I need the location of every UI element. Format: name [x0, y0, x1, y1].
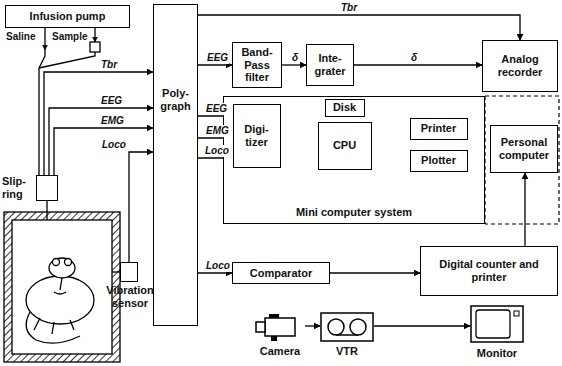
signal-connector [354, 64, 482, 65]
signal-connector [44, 72, 153, 175]
signal-connector [198, 64, 232, 65]
recorder-box: Analog recorder [482, 40, 558, 92]
signal-label: EMG [100, 115, 125, 127]
slip-ring-box [36, 175, 58, 201]
sensor-box [120, 262, 138, 282]
polygraph-box: Poly- graph [153, 4, 198, 326]
digitizer-box: Digi- tizer [233, 104, 281, 168]
node-text: Analog recorder [485, 53, 555, 78]
sample-syringe [90, 42, 100, 52]
signal-connector [330, 272, 420, 273]
icon-holder [470, 305, 524, 345]
cpu-box: CPU [318, 122, 372, 170]
system-box: Mini computer system Digi- tizer DiskCPU Pr… [223, 96, 485, 224]
signal-connector [198, 272, 232, 273]
signal-connector [524, 173, 525, 246]
node-text: Comparator [250, 267, 312, 280]
node-text: Disk [333, 101, 356, 114]
signal-label: Loco [204, 145, 230, 157]
icon-holder [255, 312, 305, 342]
node-text: Vibration sensor [100, 284, 160, 309]
signal-connector [198, 15, 520, 40]
process-box: Infusion pump [5, 5, 130, 28]
animal-cage [4, 212, 120, 362]
dashed-region [485, 96, 559, 224]
node-text: Monitor [464, 347, 530, 360]
vtr-drawing [320, 312, 374, 342]
signal-label: Loco [205, 260, 231, 272]
monitor-drawing [470, 305, 524, 345]
signal-label: Tbr [100, 59, 118, 71]
signal-connector [129, 152, 153, 262]
node-text: Band- Pass filter [235, 46, 279, 84]
node-text: Digital counter and printer [423, 258, 555, 283]
node-text: Camera [249, 345, 311, 358]
signal-label: EEG [206, 52, 229, 64]
node-text: CPU [333, 139, 356, 152]
signal-label: EEG [205, 103, 228, 115]
signal-connector [282, 64, 306, 65]
node-text: VTR [314, 345, 380, 358]
icon-holder [320, 312, 374, 342]
vibration-sensor: Vibration sensor [100, 262, 160, 310]
printer-box: Printer [410, 118, 468, 140]
disk-box: Disk [325, 99, 365, 117]
integrator-box: Inte- grater [306, 44, 354, 86]
signal-connector [305, 325, 320, 326]
comparator-box: Comparator [232, 262, 330, 284]
counter-box: Digital counter and printer [420, 246, 558, 296]
signal-label: EEG [100, 95, 123, 107]
node-text: Inte- grater [309, 52, 351, 77]
monitor-icon: Monitor [470, 305, 524, 360]
signal-label: δ [410, 52, 418, 64]
signal-label: EMG [205, 125, 230, 137]
signal-label: Tbr [340, 2, 358, 14]
infusion-tubing [39, 28, 95, 175]
signal-connector [374, 325, 470, 326]
signal-label: δ [291, 52, 299, 64]
node-text: Infusion pump [30, 10, 106, 23]
signal-connector [49, 108, 153, 175]
node-text: Slip- ring [2, 175, 34, 200]
vtr-icon: VTR [320, 312, 374, 358]
plotter-box: Plotter [410, 150, 468, 172]
camera-icon: Camera [255, 312, 305, 358]
node-text: Mini computer system [224, 206, 484, 219]
node-text: Personal computer [493, 136, 555, 161]
slip-ring: Slip- ring [0, 175, 58, 201]
node-text: Digi- tizer [236, 123, 278, 148]
tube-label: Sample [52, 31, 88, 43]
sensor-mount [112, 271, 120, 272]
computer-box: Personal computer [490, 125, 558, 173]
node-text: Poly- graph [156, 87, 195, 112]
filter-box: Band- Pass filter [232, 42, 282, 88]
signal-label: Loco [101, 139, 127, 151]
node-text: Printer [421, 122, 456, 135]
node-text: Plotter [421, 154, 456, 167]
rat [26, 258, 94, 343]
camera-drawing [255, 312, 305, 342]
tube-label: Saline [6, 31, 35, 43]
